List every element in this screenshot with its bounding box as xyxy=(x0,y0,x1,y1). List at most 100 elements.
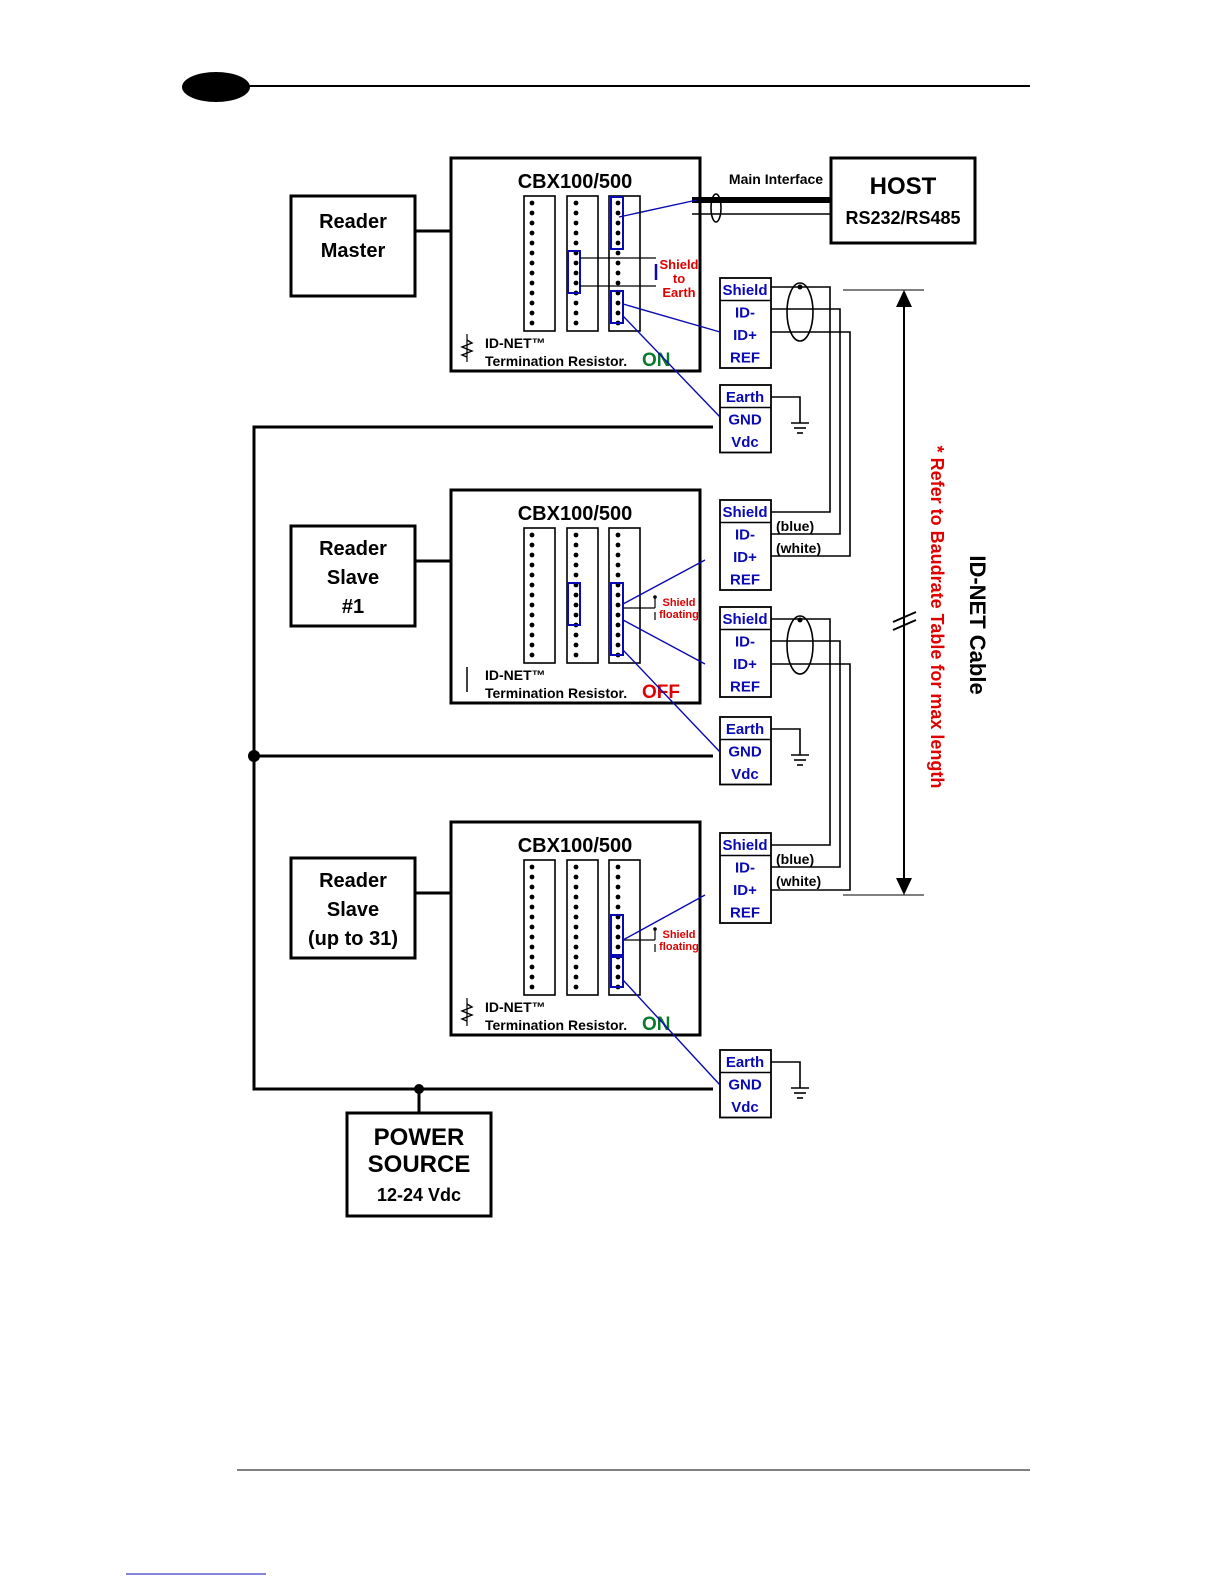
terminal-dot xyxy=(573,310,579,316)
reader-label: Reader xyxy=(319,211,387,233)
cbx-box xyxy=(449,488,702,705)
jumper-open-dot xyxy=(653,595,657,599)
terminal-dot xyxy=(529,864,535,870)
terminal-dot xyxy=(573,230,579,236)
terminal-dot xyxy=(573,652,579,658)
shield-note: floating xyxy=(659,941,699,953)
terminal-dot xyxy=(529,220,535,226)
idnet-chain-id-plus-2 xyxy=(765,663,851,891)
terminal-dot xyxy=(615,210,621,216)
terminal-label: ID- xyxy=(735,305,755,322)
terminal-dot xyxy=(573,944,579,950)
power-terminal-block xyxy=(719,1049,772,1119)
terminal-label: ID+ xyxy=(733,327,757,344)
terminal-dot xyxy=(573,984,579,990)
host-box xyxy=(829,156,977,245)
terminal-dot xyxy=(529,622,535,628)
terminal-dot xyxy=(529,542,535,548)
reader-label: Reader xyxy=(319,538,387,560)
terminal-strip xyxy=(523,859,556,996)
terminal-dot xyxy=(615,220,621,226)
terminal-dot xyxy=(615,642,621,648)
idnet-blue-wire xyxy=(622,894,706,941)
terminal-dot xyxy=(615,904,621,910)
terminal-dot xyxy=(615,572,621,578)
terminal-dot xyxy=(529,592,535,598)
terminal-label: REF xyxy=(730,679,760,696)
terminal-dot xyxy=(615,864,621,870)
terminal-dot xyxy=(573,220,579,226)
power-line3: 12-24 Vdc xyxy=(377,1185,461,1205)
shield-note: floating xyxy=(659,609,699,621)
terminal-dot xyxy=(573,572,579,578)
terminal-dot xyxy=(529,934,535,940)
terminal-dot xyxy=(615,240,621,246)
terminal-dot xyxy=(529,280,535,286)
dimension-break-mark xyxy=(892,611,917,623)
host-subtitle: RS232/RS485 xyxy=(845,208,960,228)
terminal-dot xyxy=(615,230,621,236)
terminal-dot xyxy=(615,300,621,306)
reader-label: Master xyxy=(321,240,386,262)
termination-label: Termination Resistor. xyxy=(485,353,627,369)
idnet-chain-id-minus-2 xyxy=(765,640,841,868)
terminal-strip xyxy=(608,527,641,664)
idnet-blue-wire xyxy=(622,303,721,333)
terminal-dot xyxy=(573,300,579,306)
terminal-dot xyxy=(573,210,579,216)
cbx-title: CBX100/500 xyxy=(518,171,633,193)
power-blue-wire xyxy=(622,315,721,418)
main-interface-label: Main Interface xyxy=(729,171,823,187)
terminal-label: Shield xyxy=(722,504,767,521)
reader-label: Reader xyxy=(319,870,387,892)
idnet-terminal-block xyxy=(719,606,772,698)
terminal-dot xyxy=(615,552,621,558)
shield-note: Earth xyxy=(662,285,695,300)
terminal-dot xyxy=(529,904,535,910)
cbx-title: CBX100/500 xyxy=(518,835,633,857)
terminal-dot xyxy=(573,924,579,930)
reader-box xyxy=(289,856,417,960)
idnet-cable-label: ID-NET Cable xyxy=(965,555,990,694)
terminal-dot xyxy=(529,320,535,326)
jumper-open-dot xyxy=(653,927,657,931)
cable-shield-ellipse xyxy=(786,615,814,675)
terminal-dot xyxy=(573,974,579,980)
terminal-dot xyxy=(529,874,535,880)
terminal-dot xyxy=(573,240,579,246)
termination-state: ON xyxy=(642,1014,671,1035)
shield-note: Shield xyxy=(662,929,695,941)
terminal-dot xyxy=(615,250,621,256)
terminal-dot xyxy=(615,632,621,638)
terminal-dot xyxy=(615,884,621,890)
terminal-dot xyxy=(529,652,535,658)
terminal-dot xyxy=(573,954,579,960)
terminal-dot xyxy=(615,280,621,286)
terminal-dot xyxy=(529,954,535,960)
terminal-dot xyxy=(573,542,579,548)
terminal-label: REF xyxy=(730,905,760,922)
terminal-dot xyxy=(529,532,535,538)
reader-box xyxy=(289,524,417,628)
terminal-label: GND xyxy=(728,744,762,761)
idnet-terminal-block xyxy=(719,499,772,591)
idnet-chain-shield-1 xyxy=(765,286,831,513)
cable-shield-ellipse xyxy=(786,282,814,342)
terminal-label: Vdc xyxy=(731,1099,759,1116)
terminal-dot xyxy=(529,582,535,588)
terminal-label: GND xyxy=(728,412,762,429)
terminal-dot xyxy=(615,612,621,618)
idnet-blue-wire xyxy=(622,619,706,665)
shield-note: Shield xyxy=(659,257,698,272)
terminal-dot xyxy=(529,974,535,980)
terminal-dot xyxy=(573,884,579,890)
terminal-dot xyxy=(529,944,535,950)
idnet-chain-id-minus-1 xyxy=(765,308,841,535)
reader-label: Slave xyxy=(327,567,379,589)
shield-note: Shield xyxy=(662,597,695,609)
shield-note: to xyxy=(673,271,685,286)
power-junction-dot xyxy=(248,750,260,762)
terminal-dot xyxy=(529,612,535,618)
terminal-dot xyxy=(615,562,621,568)
